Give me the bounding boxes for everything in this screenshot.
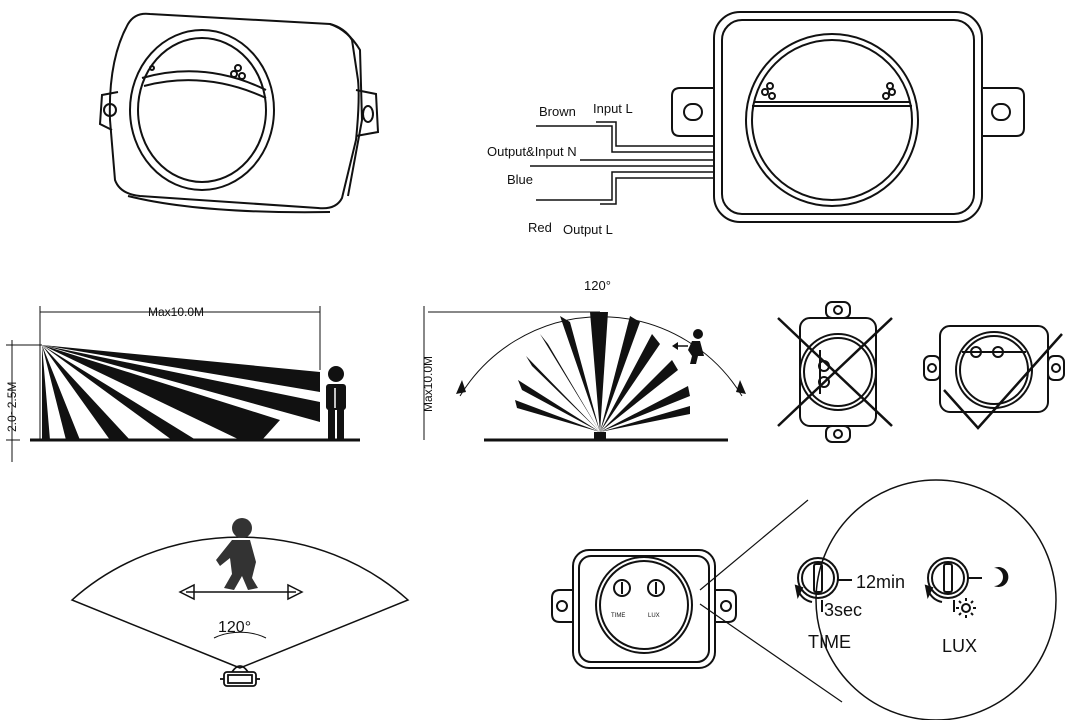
zoom-line-bottom bbox=[699, 603, 843, 703]
walking-person-large-icon bbox=[216, 518, 258, 590]
sensor-front-view-drawing bbox=[530, 11, 1025, 223]
lux-label-small: LUX bbox=[648, 613, 660, 619]
lux-label: LUX bbox=[942, 636, 977, 656]
walking-person-icon bbox=[688, 329, 704, 364]
lux-knob-icon bbox=[924, 557, 982, 612]
zoom-circle bbox=[815, 479, 1057, 720]
sensor-mark bbox=[594, 432, 606, 440]
time-label: TIME bbox=[808, 632, 851, 652]
coverage-diagram bbox=[70, 518, 410, 687]
moon-icon bbox=[994, 567, 1009, 587]
fan-angle-label: 120° bbox=[584, 278, 611, 293]
wire-output-input-n-label: Output&Input N bbox=[487, 144, 577, 159]
sun-icon bbox=[956, 598, 976, 618]
person-icon bbox=[326, 366, 346, 440]
side-range-label: Max10.0M bbox=[148, 305, 204, 319]
wire-input-l-label: Input L bbox=[593, 101, 633, 116]
wire-red-label: Red bbox=[528, 220, 552, 235]
sensor-perspective-drawing bbox=[98, 12, 380, 214]
correct-orientation-drawing bbox=[923, 325, 1065, 430]
wire-blue-label: Blue bbox=[507, 172, 533, 187]
time-label-small: TIME bbox=[611, 613, 625, 619]
time-knob-icon bbox=[794, 557, 852, 612]
zoom-line-top bbox=[699, 499, 809, 591]
side-height-label: 2.0~2.5M bbox=[5, 382, 19, 432]
detection-beams-top bbox=[515, 312, 690, 432]
fan-range-label: Max10.0M bbox=[421, 356, 435, 412]
side-detection-diagram bbox=[6, 306, 360, 462]
control-panel-drawing bbox=[551, 479, 1057, 720]
check-mark bbox=[943, 333, 1063, 430]
time-max-label: 12min bbox=[856, 572, 905, 592]
detection-beams-side bbox=[42, 345, 320, 440]
top-detection-diagram bbox=[423, 306, 746, 442]
coverage-angle-label: 120° bbox=[218, 619, 251, 636]
sensor-small-icon bbox=[220, 665, 260, 687]
wire-output-l-label: Output L bbox=[563, 222, 613, 237]
wire-brown-label: Brown bbox=[539, 104, 576, 119]
wrong-orientation-drawing bbox=[777, 301, 893, 443]
time-min-label: 3sec bbox=[824, 600, 862, 620]
